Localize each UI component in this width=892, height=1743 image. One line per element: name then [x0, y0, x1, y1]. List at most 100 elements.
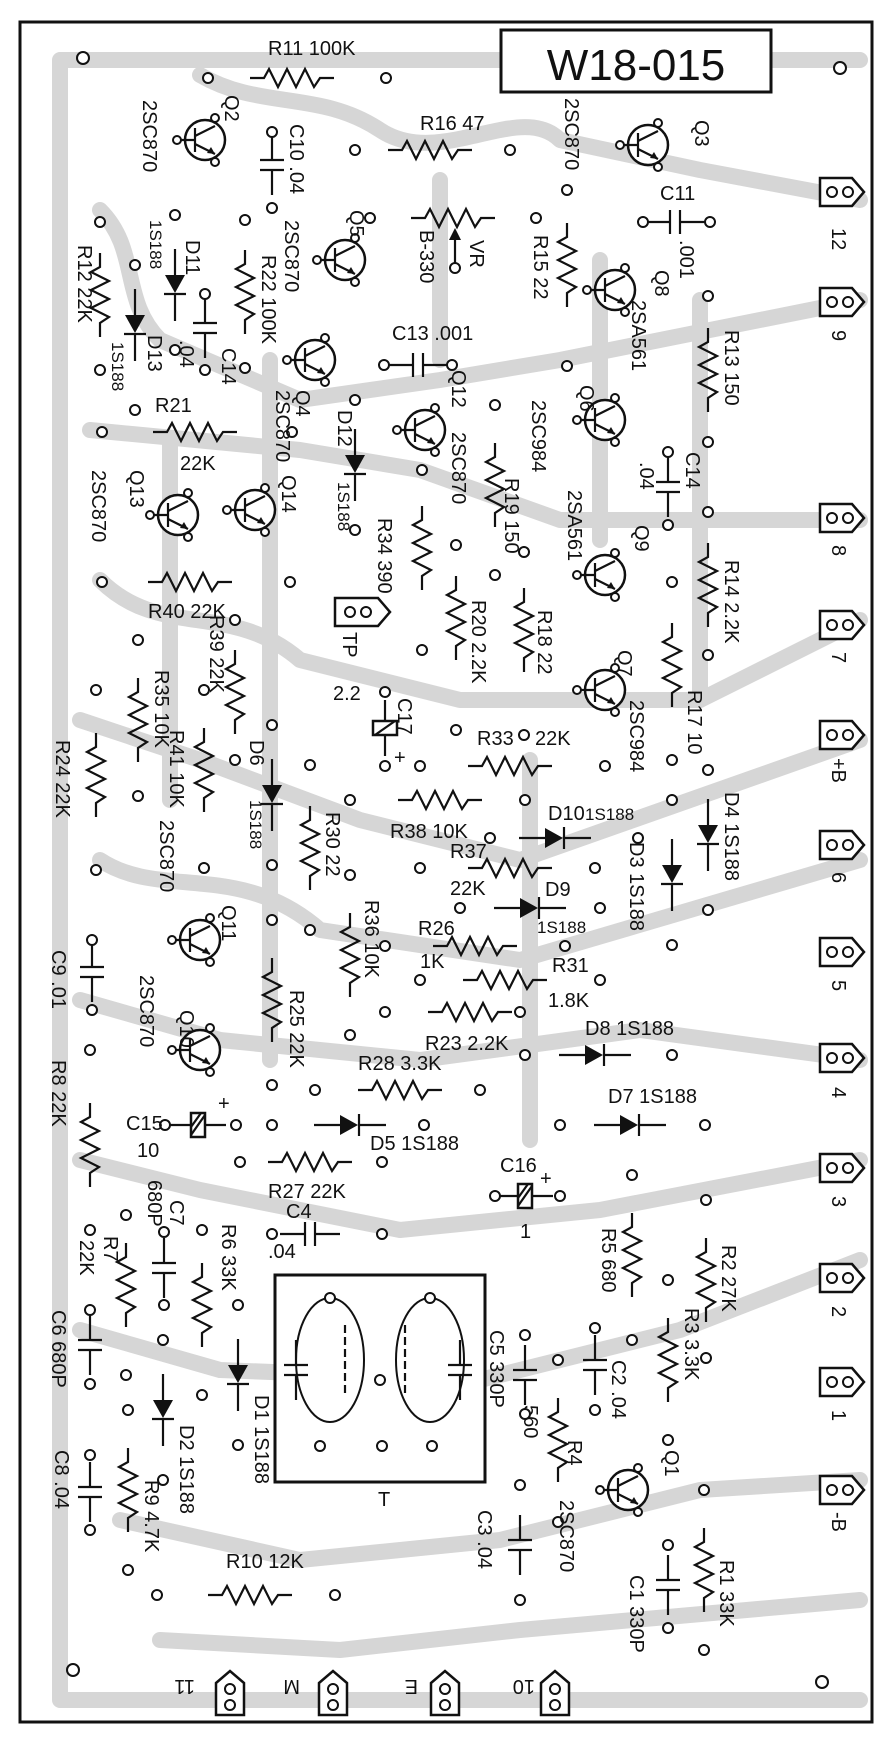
- svg-text:R31: R31: [552, 955, 589, 977]
- resistor-r37: R37 22K: [414, 841, 601, 900]
- svg-text:R39 22K: R39 22K: [205, 615, 227, 694]
- svg-text:C7: C7: [165, 1200, 187, 1226]
- capacitor-c4: C4 .04: [266, 1201, 388, 1263]
- diode-d8: D8 1S188: [519, 1018, 678, 1068]
- svg-text:D9: D9: [545, 879, 571, 901]
- transistor-q4: Q4 2SC870: [271, 332, 337, 462]
- svg-text:2SC984: 2SC984: [527, 400, 549, 472]
- terminal-2[interactable]: 2: [818, 1262, 866, 1317]
- terminal-5[interactable]: 5: [818, 936, 866, 991]
- svg-text:2.2: 2.2: [333, 683, 361, 705]
- svg-text:R40 22K: R40 22K: [148, 601, 227, 623]
- terminal-7[interactable]: 7: [818, 609, 866, 663]
- svg-text:3: 3: [827, 1196, 849, 1207]
- svg-text:R7: R7: [99, 1236, 121, 1262]
- diode-d9: D9 1S188: [454, 879, 606, 937]
- svg-text:D1 1S188: D1 1S188: [250, 1395, 272, 1484]
- svg-text:D4 1S188: D4 1S188: [720, 792, 742, 881]
- svg-text:R6 33K: R6 33K: [217, 1224, 239, 1291]
- svg-text:22K: 22K: [180, 453, 216, 475]
- svg-text:C14: C14: [217, 348, 239, 385]
- terminal-e[interactable]: E: [405, 1669, 461, 1717]
- svg-text:Q3: Q3: [690, 120, 712, 147]
- svg-text:Q2: Q2: [220, 95, 242, 122]
- terminal-minus-b[interactable]: -B: [818, 1474, 866, 1532]
- terminal-m[interactable]: M: [283, 1669, 349, 1717]
- diode-d1: D1 1S188: [225, 1299, 272, 1484]
- svg-text:1: 1: [520, 1221, 531, 1243]
- svg-text:D7 1S188: D7 1S188: [608, 1086, 697, 1108]
- svg-text:D5 1S188: D5 1S188: [370, 1133, 459, 1155]
- resistor-r34: R34 390: [373, 464, 433, 656]
- svg-text:D12: D12: [333, 410, 355, 447]
- resistor-r38: R38 10K: [344, 789, 531, 843]
- terminal-plus-b[interactable]: +B: [818, 719, 866, 783]
- terminal-11[interactable]: 11: [174, 1669, 246, 1717]
- svg-text:R10 12K: R10 12K: [226, 1551, 305, 1573]
- svg-text:22K: 22K: [535, 728, 571, 750]
- resistor-r11: R11 100K: [202, 38, 392, 89]
- terminal-4[interactable]: 4: [818, 1042, 866, 1098]
- svg-text:C9 .01: C9 .01: [47, 950, 69, 1009]
- svg-text:8: 8: [827, 545, 849, 556]
- capacitor-c11: C11 .001: [637, 183, 716, 279]
- svg-text:2SA561: 2SA561: [627, 300, 649, 371]
- capacitor-c14b: C14 .04: [635, 446, 703, 531]
- resistor-r14: R14 2.2K: [697, 506, 742, 661]
- resistor-r3: R3 3.3K: [657, 1274, 702, 1446]
- transistor-q11: Q11 2SC870: [155, 820, 239, 968]
- svg-text:1S188: 1S188: [108, 342, 127, 391]
- terminal-12[interactable]: 12: [818, 176, 866, 250]
- svg-text:R33: R33: [477, 728, 514, 750]
- svg-text:R23 2.2K: R23 2.2K: [425, 1033, 509, 1055]
- diode-d13: D13 1S188: [108, 259, 165, 416]
- svg-text:R4: R4: [563, 1440, 585, 1466]
- svg-text:R30 22: R30 22: [321, 812, 343, 877]
- svg-text:C14: C14: [681, 452, 703, 489]
- svg-text:1: 1: [827, 1410, 849, 1421]
- svg-text:C16: C16: [500, 1155, 537, 1177]
- svg-text:C15: C15: [126, 1113, 163, 1135]
- resistor-r27: R27 22K: [234, 1151, 388, 1203]
- resistor-r2: R2 27K: [695, 1194, 739, 1364]
- transistor-q7: Q7 2SC984: [571, 650, 647, 772]
- diode-d4: D4 1S188: [695, 764, 742, 916]
- resistor-r35: R35 10K: [127, 634, 172, 802]
- transformer-t: T: [273, 1273, 487, 1511]
- svg-text:D6: D6: [245, 740, 267, 766]
- terminal-10[interactable]: 10: [513, 1669, 571, 1717]
- svg-text:R25 22K: R25 22K: [285, 990, 307, 1069]
- svg-text:Q12: Q12: [447, 370, 469, 408]
- resistor-r9: R9 4.7K: [117, 1404, 162, 1576]
- svg-text:R18 22: R18 22: [533, 610, 555, 675]
- svg-text:Q13: Q13: [125, 470, 147, 508]
- terminal-8[interactable]: 8: [818, 502, 866, 556]
- svg-text:R15 22: R15 22: [529, 235, 551, 300]
- svg-text:R12 22K: R12 22K: [73, 245, 95, 324]
- svg-text:C4: C4: [286, 1201, 312, 1223]
- terminal-3[interactable]: 3: [818, 1152, 866, 1207]
- terminal-6[interactable]: 6: [818, 829, 866, 883]
- svg-text:R14 2.2K: R14 2.2K: [720, 560, 742, 644]
- svg-text:R35 10K: R35 10K: [150, 670, 172, 749]
- svg-text:VR: VR: [465, 240, 487, 268]
- potentiometer-vr: VR B-330: [364, 207, 542, 283]
- transistor-q5: Q5 2SC870: [280, 210, 367, 292]
- svg-text:-B: -B: [827, 1512, 849, 1532]
- capacitor-c1: C1 330P: [625, 1539, 682, 1653]
- transistor-q2: Q2 2SC870: [138, 95, 242, 172]
- svg-text:R17 10: R17 10: [683, 690, 705, 755]
- svg-text:R2 27K: R2 27K: [717, 1245, 739, 1312]
- svg-text:680P: 680P: [143, 1180, 165, 1227]
- svg-text:R3 3.3K: R3 3.3K: [680, 1308, 702, 1381]
- svg-text:Q1: Q1: [660, 1450, 682, 1477]
- resistor-r8: R8 22K: [47, 1044, 101, 1236]
- resistor-r4: R4 560: [519, 1354, 585, 1528]
- svg-text:.001: .001: [675, 240, 697, 279]
- terminal-9[interactable]: 9: [818, 286, 866, 341]
- terminal-1[interactable]: 1: [818, 1366, 866, 1421]
- board-id-label: W18-015: [499, 28, 773, 94]
- resistor-r23: R23 2.2K: [379, 1001, 526, 1055]
- svg-text:7: 7: [827, 652, 849, 663]
- resistor-r28: R28 3.3K: [309, 1053, 486, 1101]
